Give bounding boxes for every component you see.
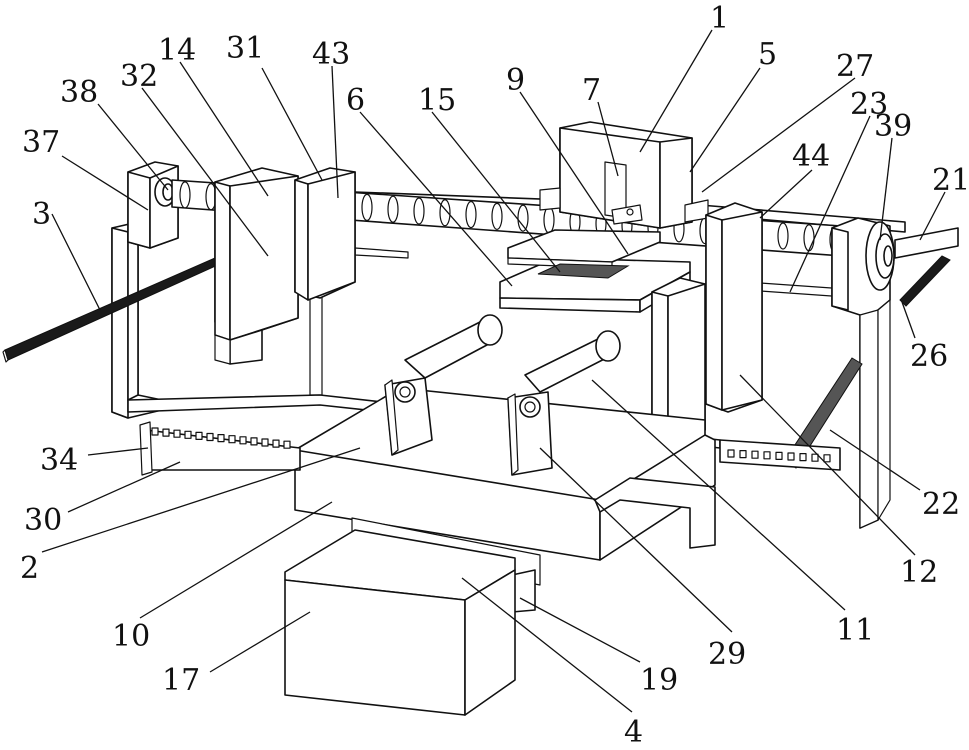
callout-38: 38 xyxy=(60,75,98,110)
callout-21: 21 xyxy=(932,163,969,198)
bottom-right-rail xyxy=(720,440,840,470)
callout-10: 10 xyxy=(112,619,150,654)
callout-4: 4 xyxy=(624,715,643,750)
callout-37: 37 xyxy=(22,125,60,160)
left-end-block xyxy=(128,162,178,248)
callout-9: 9 xyxy=(506,63,525,98)
callout-44: 44 xyxy=(792,139,830,174)
callout-12: 12 xyxy=(900,555,938,590)
callout-31: 31 xyxy=(226,31,264,66)
callout-22: 22 xyxy=(922,487,960,522)
callout-7: 7 xyxy=(582,73,601,108)
slider-block-32 xyxy=(215,168,298,364)
lower-box xyxy=(285,518,540,715)
callout-3: 3 xyxy=(32,197,51,232)
callout-30: 30 xyxy=(24,503,62,538)
callout-29: 29 xyxy=(708,637,746,672)
callout-11: 11 xyxy=(836,613,874,648)
callout-32: 32 xyxy=(120,59,158,94)
callout-15: 15 xyxy=(418,83,456,118)
callout-2: 2 xyxy=(20,551,39,586)
callout-26: 26 xyxy=(910,339,948,374)
callout-27: 27 xyxy=(836,49,874,84)
callout-34: 34 xyxy=(40,443,78,478)
upright-block-1 xyxy=(540,122,708,228)
callout-6: 6 xyxy=(346,83,365,118)
callout-17: 17 xyxy=(162,663,200,698)
callout-43: 43 xyxy=(312,37,350,72)
callout-39: 39 xyxy=(874,109,912,144)
callout-19: 19 xyxy=(640,663,678,698)
callout-5: 5 xyxy=(758,37,777,72)
callout-14: 14 xyxy=(158,33,196,68)
callout-1: 1 xyxy=(710,1,729,36)
slider-block-31 xyxy=(295,168,355,300)
right-upright-44 xyxy=(706,203,762,412)
